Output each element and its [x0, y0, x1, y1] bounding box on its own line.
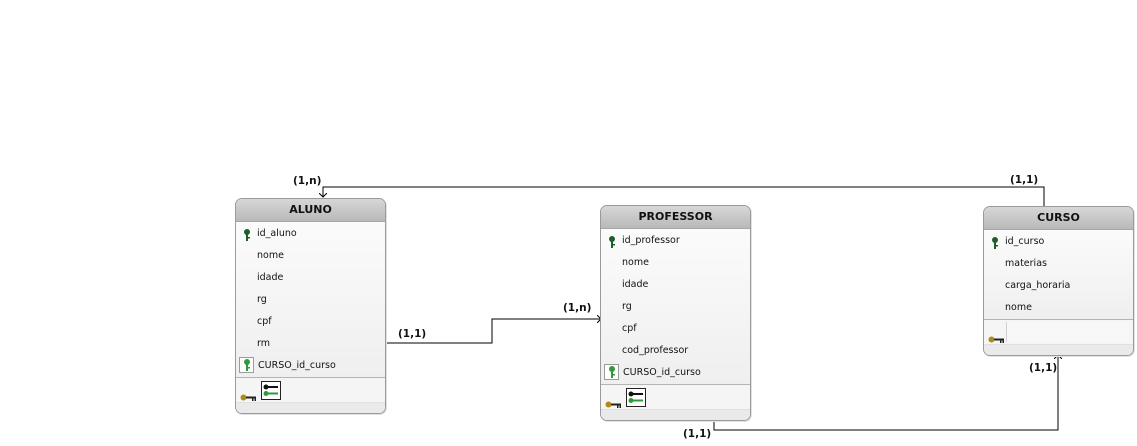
entity-professor[interactable]: PROFESSOR id_professor nome idade rg cpf…	[600, 205, 751, 421]
field-row[interactable]: rg	[601, 296, 750, 318]
cardinality-aluno-top: (1,n)	[293, 175, 322, 187]
field-name: idade	[257, 272, 284, 283]
index-section	[236, 377, 385, 402]
entity-title: ALUNO	[236, 199, 385, 222]
field-row[interactable]: rg	[236, 289, 385, 311]
field-name: rg	[622, 301, 632, 312]
entity-footer	[984, 344, 1133, 355]
field-row[interactable]: rm	[236, 333, 385, 355]
foreign-key-icon	[604, 364, 619, 380]
index-key-icon	[988, 328, 1004, 347]
field-name: nome	[622, 257, 649, 268]
cardinality-professor-bottom: (1,1)	[683, 428, 712, 440]
key-icon	[608, 235, 616, 248]
entity-fields: id_curso materias carga_horaria nome	[984, 230, 1133, 319]
pk-fk-index-icon[interactable]	[626, 388, 646, 407]
index-section	[601, 384, 750, 409]
field-row[interactable]: carga_horaria	[984, 275, 1133, 297]
field-name: CURSO_id_curso	[623, 367, 701, 378]
field-name: id_aluno	[257, 228, 297, 239]
entity-fields: id_aluno nome idade rg cpf rm CURSO_id_c…	[236, 222, 385, 377]
field-name: id_professor	[622, 235, 680, 246]
entity-title: PROFESSOR	[601, 206, 750, 229]
field-name: id_curso	[1005, 236, 1045, 247]
pk-fk-index-icon[interactable]	[261, 381, 281, 400]
entity-fields: id_professor nome idade rg cpf cod_profe…	[601, 229, 750, 384]
field-row[interactable]: cpf	[236, 311, 385, 333]
field-name: nome	[1005, 302, 1032, 313]
field-name: idade	[622, 279, 649, 290]
field-row[interactable]: idade	[601, 274, 750, 296]
field-name: rm	[257, 338, 270, 349]
cardinality-professor-left: (1,n)	[563, 302, 592, 314]
index-key-icon	[240, 386, 256, 405]
field-name: cod_professor	[622, 345, 689, 356]
index-key-icon	[605, 393, 621, 412]
field-row[interactable]: cpf	[601, 318, 750, 340]
field-row[interactable]: id_aluno	[236, 223, 385, 245]
field-row[interactable]: nome	[601, 252, 750, 274]
field-row[interactable]: id_professor	[601, 230, 750, 252]
entity-aluno[interactable]: ALUNO id_aluno nome idade rg cpf rm CURS…	[235, 198, 386, 414]
foreign-key-icon	[239, 357, 254, 373]
cardinality-aluno-right: (1,1)	[398, 328, 427, 340]
field-row[interactable]: CURSO_id_curso	[601, 362, 750, 384]
edge-curso-aluno	[323, 186, 1045, 206]
field-row[interactable]: CURSO_id_curso	[236, 355, 385, 377]
entity-title: CURSO	[984, 207, 1133, 230]
key-icon	[991, 236, 999, 249]
entity-footer	[236, 402, 385, 413]
field-row[interactable]: nome	[984, 297, 1133, 319]
cardinality-curso-bottom: (1,1)	[1029, 362, 1058, 374]
field-row[interactable]: materias	[984, 253, 1133, 275]
field-row[interactable]: nome	[236, 245, 385, 267]
edge-curso-professor	[713, 355, 1058, 431]
key-icon	[243, 228, 251, 241]
index-empty-slot	[1006, 322, 1129, 342]
index-section	[984, 319, 1133, 344]
entity-curso[interactable]: CURSO id_curso materias carga_horaria no…	[983, 206, 1134, 356]
field-name: cpf	[622, 323, 637, 334]
entity-footer	[601, 409, 750, 420]
field-name: carga_horaria	[1005, 280, 1071, 291]
field-row[interactable]: id_curso	[984, 231, 1133, 253]
edge-aluno-professor	[386, 319, 601, 344]
field-name: cpf	[257, 316, 272, 327]
field-name: nome	[257, 250, 284, 261]
cardinality-curso-top: (1,1)	[1010, 174, 1039, 186]
field-name: rg	[257, 294, 267, 305]
field-name: CURSO_id_curso	[258, 360, 336, 371]
field-row[interactable]: idade	[236, 267, 385, 289]
field-row[interactable]: cod_professor	[601, 340, 750, 362]
field-name: materias	[1005, 258, 1047, 269]
